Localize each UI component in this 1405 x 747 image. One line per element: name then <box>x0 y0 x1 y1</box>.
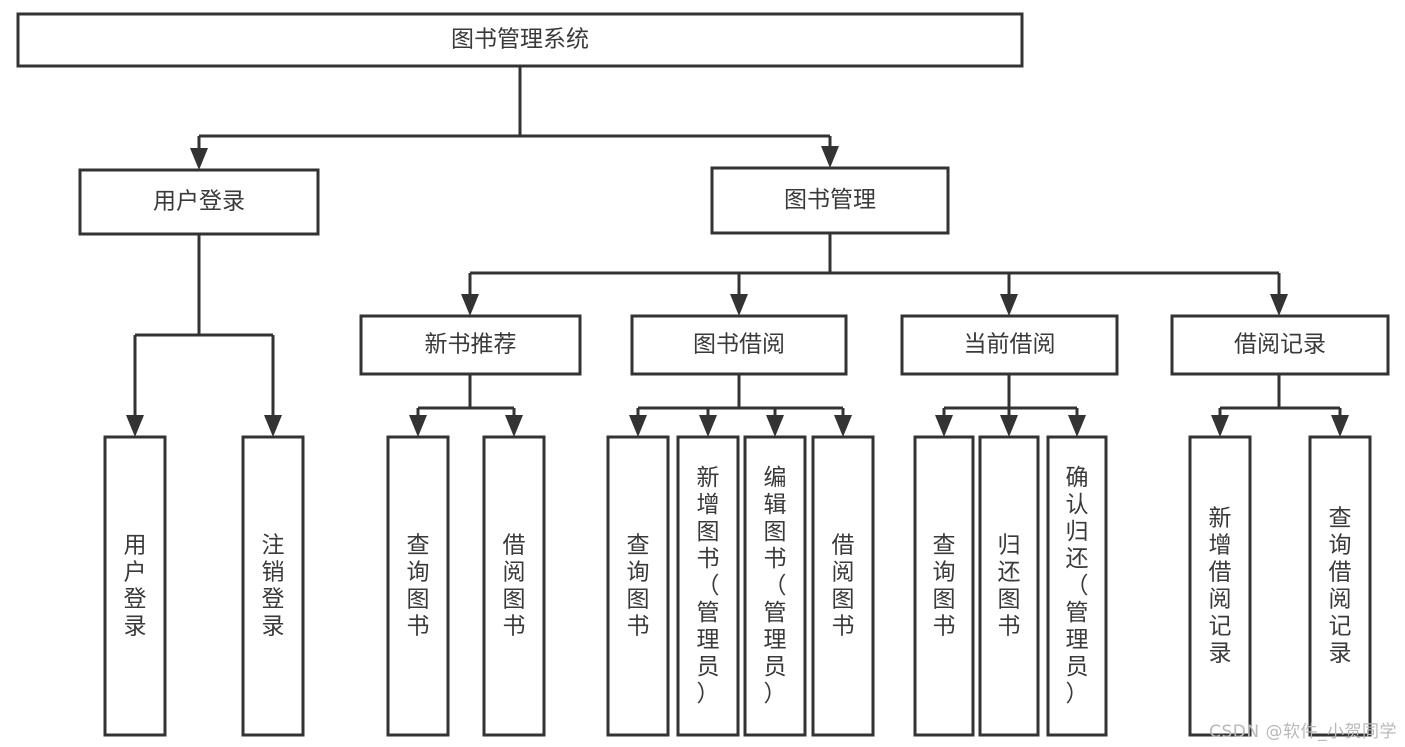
arrow-head-icon <box>461 294 479 316</box>
arrow-head-icon <box>190 148 208 170</box>
node-box-rect <box>78 168 320 236</box>
node-leaf-借阅图书[interactable]: 借阅图书 <box>482 435 546 737</box>
node-label: 新书推荐 <box>425 332 517 358</box>
node-leaf-注销登录[interactable]: 注销登录 <box>241 435 305 737</box>
arrow-head-icon <box>1211 415 1229 437</box>
node-label: 注销登录 <box>262 532 285 639</box>
connector-lines <box>126 66 1349 437</box>
node-level3-当前借阅[interactable]: 当前借阅 <box>900 314 1119 376</box>
node-label: 图书管理系统 <box>451 27 589 53</box>
arrow-head-icon <box>409 415 427 437</box>
node-label: 借阅图书 <box>832 532 855 639</box>
node-leaf-查询借阅记录[interactable]: 查询借阅记录 <box>1308 435 1372 737</box>
node-label: 查询图书 <box>933 532 956 639</box>
arrow-head-icon <box>1000 415 1018 437</box>
node-leaf-借阅图书[interactable]: 借阅图书 <box>811 435 875 737</box>
node-label: 查询图书 <box>407 532 430 639</box>
arrow-head-icon <box>730 294 748 316</box>
arrow-head-icon <box>126 415 144 437</box>
node-root-图书管理系统[interactable]: 图书管理系统 <box>16 12 1024 68</box>
node-leaf-查询图书[interactable]: 查询图书 <box>913 435 975 737</box>
node-label: 借阅记录 <box>1234 332 1326 358</box>
node-label: 用户登录 <box>124 532 147 639</box>
node-label: 新增借阅记录 <box>1209 505 1232 666</box>
node-label: 新增图书（管理员） <box>697 465 720 707</box>
node-level3-图书借阅[interactable]: 图书借阅 <box>630 314 848 376</box>
node-box-rect <box>386 435 450 737</box>
node-label: 归还图书 <box>998 532 1021 639</box>
node-leaf-新增借阅记录[interactable]: 新增借阅记录 <box>1188 435 1252 737</box>
arrow-head-icon <box>935 415 953 437</box>
node-box-rect <box>1308 435 1372 737</box>
node-level3-新书推荐[interactable]: 新书推荐 <box>359 314 582 376</box>
arrow-head-icon <box>834 415 852 437</box>
node-box-rect <box>359 314 582 376</box>
arrow-head-icon <box>699 415 717 437</box>
arrow-head-icon <box>821 146 839 168</box>
arrow-head-icon <box>1000 294 1018 316</box>
arrow-head-icon <box>1068 415 1086 437</box>
node-box-rect <box>743 435 807 737</box>
node-box-rect <box>900 314 1119 376</box>
node-label: 确认归还（管理员） <box>1066 465 1089 707</box>
node-leaf-编辑图书管理员[interactable]: 编辑图书（管理员） <box>743 435 807 737</box>
node-box-rect <box>16 12 1024 68</box>
node-box-rect <box>978 435 1040 737</box>
node-box-rect <box>606 435 670 737</box>
node-label: 图书管理 <box>784 187 876 213</box>
node-box-rect <box>1170 314 1390 376</box>
node-label: 借阅图书 <box>503 532 526 639</box>
node-label: 查询图书 <box>627 532 650 639</box>
node-label: 查询借阅记录 <box>1329 505 1352 666</box>
node-box-rect <box>913 435 975 737</box>
node-boxes: 图书管理系统用户登录图书管理新书推荐图书借阅当前借阅借阅记录用户登录注销登录查询… <box>16 12 1390 737</box>
node-box-rect <box>482 435 546 737</box>
node-leaf-新增图书管理员[interactable]: 新增图书（管理员） <box>676 435 740 737</box>
arrow-head-icon <box>264 415 282 437</box>
node-box-rect <box>676 435 740 737</box>
node-leaf-确认归还管理员[interactable]: 确认归还（管理员） <box>1046 435 1108 737</box>
node-leaf-查询图书[interactable]: 查询图书 <box>386 435 450 737</box>
node-level2-用户登录[interactable]: 用户登录 <box>78 168 320 236</box>
arrow-head-icon <box>1270 294 1288 316</box>
node-box-rect <box>103 435 167 737</box>
arrow-head-icon <box>1331 415 1349 437</box>
node-label: 当前借阅 <box>964 332 1056 358</box>
node-box-rect <box>241 435 305 737</box>
node-box-rect <box>811 435 875 737</box>
node-leaf-用户登录[interactable]: 用户登录 <box>103 435 167 737</box>
node-level2-图书管理[interactable]: 图书管理 <box>710 166 950 235</box>
arrow-head-icon <box>629 415 647 437</box>
node-leaf-归还图书[interactable]: 归还图书 <box>978 435 1040 737</box>
node-leaf-查询图书[interactable]: 查询图书 <box>606 435 670 737</box>
node-label: 编辑图书（管理员） <box>764 465 787 707</box>
node-label: 图书借阅 <box>693 332 785 358</box>
node-label: 用户登录 <box>153 189 245 215</box>
node-box-rect <box>1188 435 1252 737</box>
node-level3-借阅记录[interactable]: 借阅记录 <box>1170 314 1390 376</box>
node-box-rect <box>630 314 848 376</box>
node-box-rect <box>1046 435 1108 737</box>
node-box-rect <box>710 166 950 235</box>
arrow-head-icon <box>766 415 784 437</box>
arrow-head-icon <box>505 415 523 437</box>
